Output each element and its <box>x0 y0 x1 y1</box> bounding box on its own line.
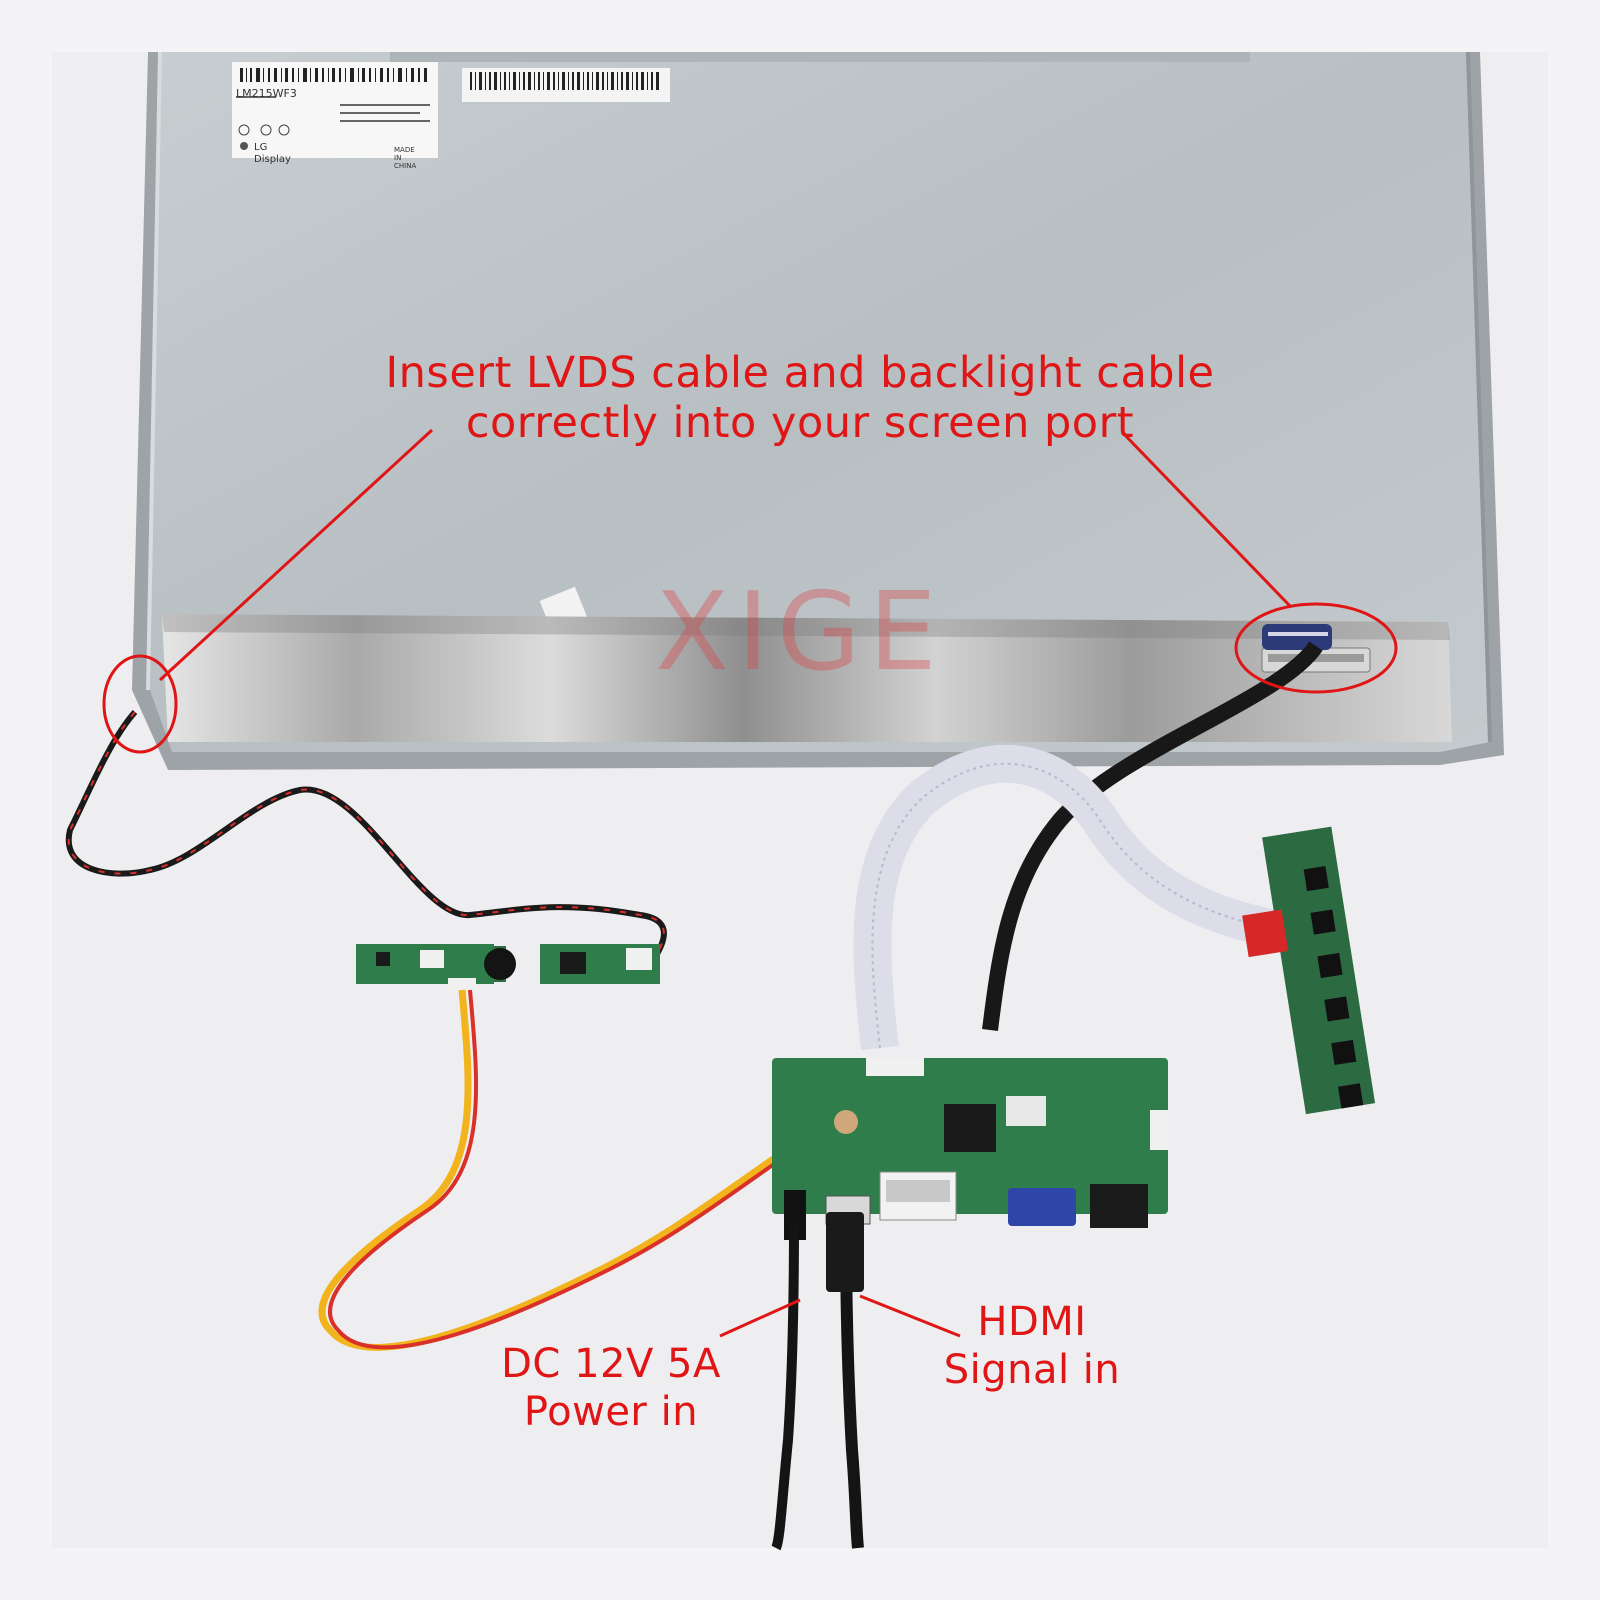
inverter-board <box>356 944 660 992</box>
lvds-cable <box>982 641 1323 1031</box>
controller-board <box>772 1058 1168 1240</box>
pointer-hdmi <box>859 1294 961 1338</box>
install-instruction-line1: Insert LVDS cable and backlight cable <box>385 348 1215 398</box>
panel-model-text: LM215WF3 <box>236 87 297 100</box>
backlight-port-circle <box>102 654 178 754</box>
power-input-label: DC 12V 5A Power in <box>501 1340 721 1436</box>
power-input-line1: DC 12V 5A <box>501 1341 721 1387</box>
hdmi-input-label: HDMI Signal in <box>944 1298 1121 1394</box>
pointer-right <box>1120 430 1292 608</box>
inverter-power-wire <box>318 989 792 1351</box>
pointer-power <box>719 1298 801 1338</box>
watermark: XIGE <box>655 570 945 695</box>
hdmi-input-line2: Signal in <box>943 1347 1121 1393</box>
install-instruction-line2: correctly into your screen port <box>465 398 1135 448</box>
keypad-board <box>1242 826 1376 1115</box>
hdmi-input-line1: HDMI <box>977 1299 1087 1345</box>
lcd-panel <box>132 51 1504 770</box>
pointer-left <box>158 428 434 682</box>
power-input-line2: Power in <box>523 1389 699 1435</box>
foil-strip <box>162 614 1452 742</box>
lvds-port-circle <box>1234 602 1398 694</box>
panel-origin-text: MADE IN CHINA <box>394 146 417 170</box>
dc-power-cable <box>771 1223 799 1551</box>
panel-brand-text: LG Display <box>254 142 291 165</box>
install-instruction: Insert LVDS cable and backlight cable co… <box>386 348 1215 448</box>
